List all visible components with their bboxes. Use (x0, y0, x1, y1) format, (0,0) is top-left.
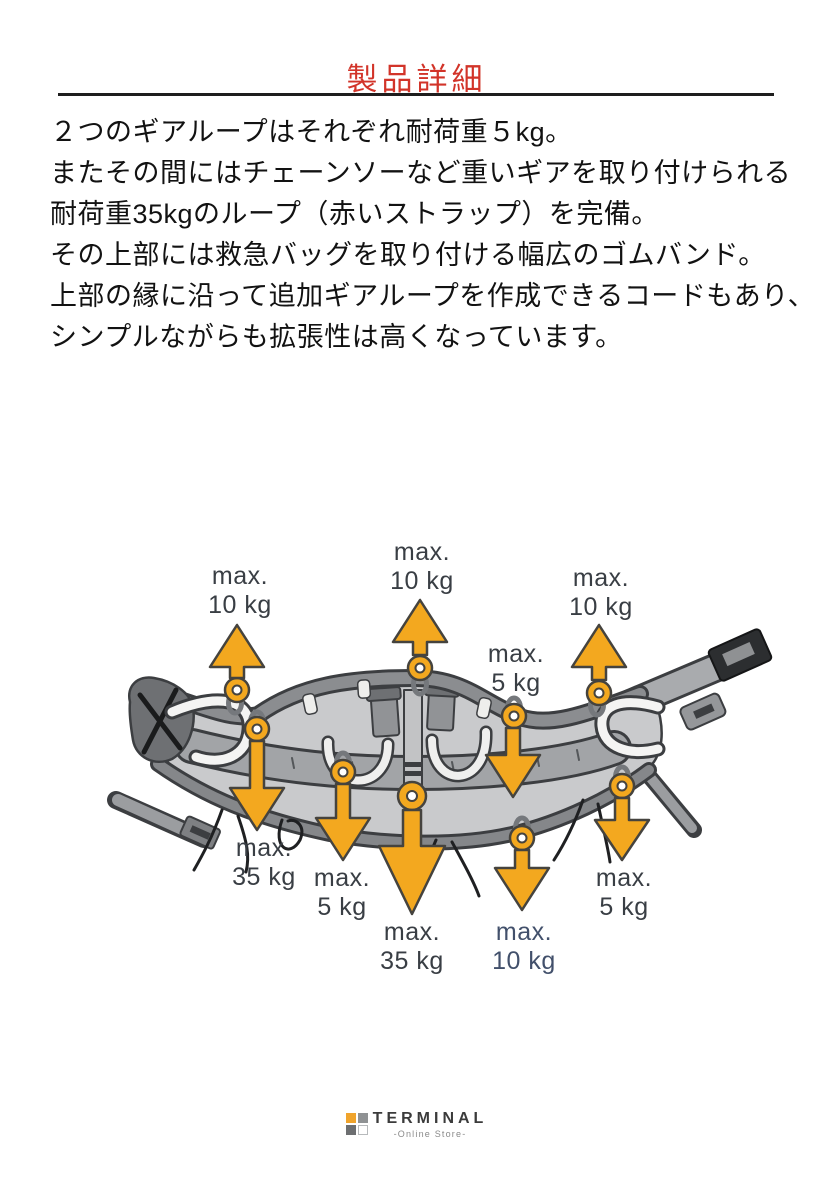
description-line: その上部には救急バッグを取り付ける幅広のゴムバンド。 (50, 240, 766, 270)
description-line: またその間にはチェーンソーなど重いギアを取り付けられる (50, 158, 792, 188)
arrow-down-5kg-top (484, 702, 542, 799)
weight-label-bottom-center: max. 35 kg (380, 918, 444, 975)
product-description: ２つのギアループはそれぞれ耐荷重５kg。 またその間にはチェーンソーなど重いギア… (50, 112, 816, 358)
waist-strap-right (615, 628, 773, 731)
center-load-strap (403, 689, 423, 797)
store-logo: TERMINAL -Online Store- (0, 1110, 833, 1139)
arrow-up-center (391, 598, 449, 682)
leg-strap-right (636, 762, 702, 838)
weight-label-bottom-center-right: max. 10 kg (492, 918, 556, 975)
weight-label-bottom-far-left: max. 35 kg (232, 834, 296, 891)
arrow-down-center (377, 780, 447, 916)
weight-label-top-left: max. 10 kg (208, 562, 272, 619)
arrow-down-center-right (493, 824, 551, 912)
capacity-arrows (208, 598, 651, 916)
arrow-up-right (570, 623, 628, 707)
description-line: ２つのギアループはそれぞれ耐荷重５kg。 (50, 117, 573, 147)
arrow-down-right (593, 772, 651, 862)
description-line: 耐荷重35kgのループ（赤いストラップ）を完備。 (50, 199, 659, 229)
title-divider (58, 93, 774, 96)
brand-tagline: -Online Store- (393, 1128, 467, 1139)
page-title: 製品詳細 (346, 62, 487, 97)
weight-label-bottom-right: max. 5 kg (595, 864, 653, 921)
harness-illustration (107, 598, 773, 916)
logo-square-orange (345, 1113, 356, 1123)
brand-name: TERMINAL (372, 1110, 488, 1127)
logo-square-darkgray (345, 1125, 356, 1135)
weight-label-bottom-left: max. 5 kg (313, 864, 371, 921)
arrow-up-left (208, 623, 266, 704)
weight-label-top-right: max. 10 kg (569, 564, 633, 621)
weight-label-middle-right: max. 5 kg (487, 640, 545, 697)
strap-keeper (679, 692, 727, 731)
weight-label-top-center: max. 10 kg (390, 538, 454, 595)
holder-tabs (365, 682, 461, 738)
gear-loop-right (594, 695, 666, 759)
logo-square-gray (357, 1113, 368, 1123)
arrow-down-far-left (228, 715, 286, 832)
logo-square-white (357, 1125, 368, 1135)
left-end-cap (127, 676, 195, 764)
cord-tabs (302, 679, 492, 720)
arrow-down-left (314, 758, 372, 862)
rope-loops (321, 725, 493, 787)
description-line: シンプルながらも拡張性は高くなっています。 (50, 322, 623, 352)
logo-mark (345, 1113, 368, 1135)
buckle (707, 628, 773, 682)
logo-text: TERMINAL -Online Store- (373, 1110, 488, 1139)
description-line: 上部の縁に沿って追加ギアループを作成できるコードもあり、 (50, 281, 816, 311)
